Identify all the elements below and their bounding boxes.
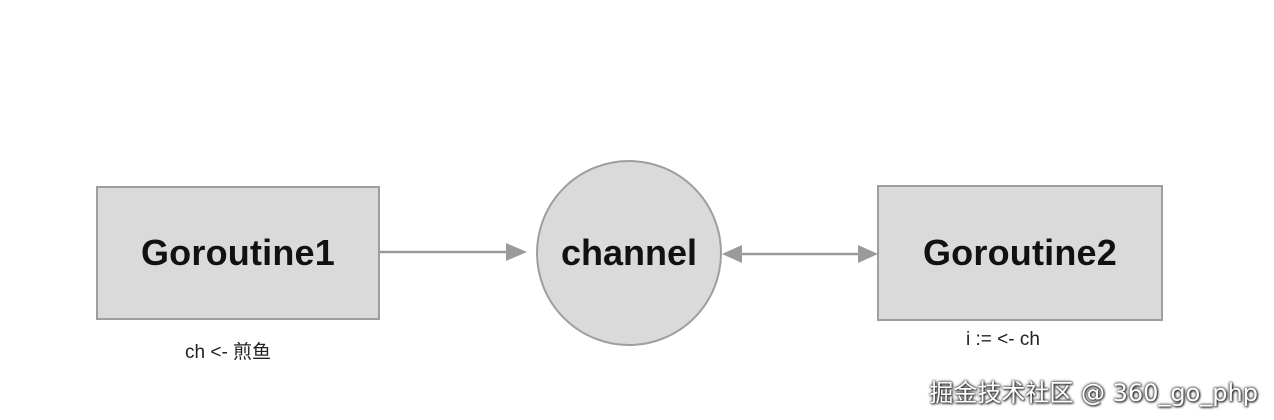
receive-label: i := <- ch — [966, 329, 1040, 350]
watermark: 掘金技术社区 @ 360_go_php — [929, 379, 1258, 407]
arrow-goroutine1-to-channel — [380, 243, 527, 261]
goroutine2-node: Goroutine2 — [877, 185, 1163, 321]
goroutine1-node: Goroutine1 — [96, 186, 380, 320]
channel-node: channel — [536, 160, 722, 346]
arrow-channel-goroutine2-bidirectional — [722, 245, 878, 263]
send-label: ch <- 煎鱼 — [185, 342, 272, 363]
